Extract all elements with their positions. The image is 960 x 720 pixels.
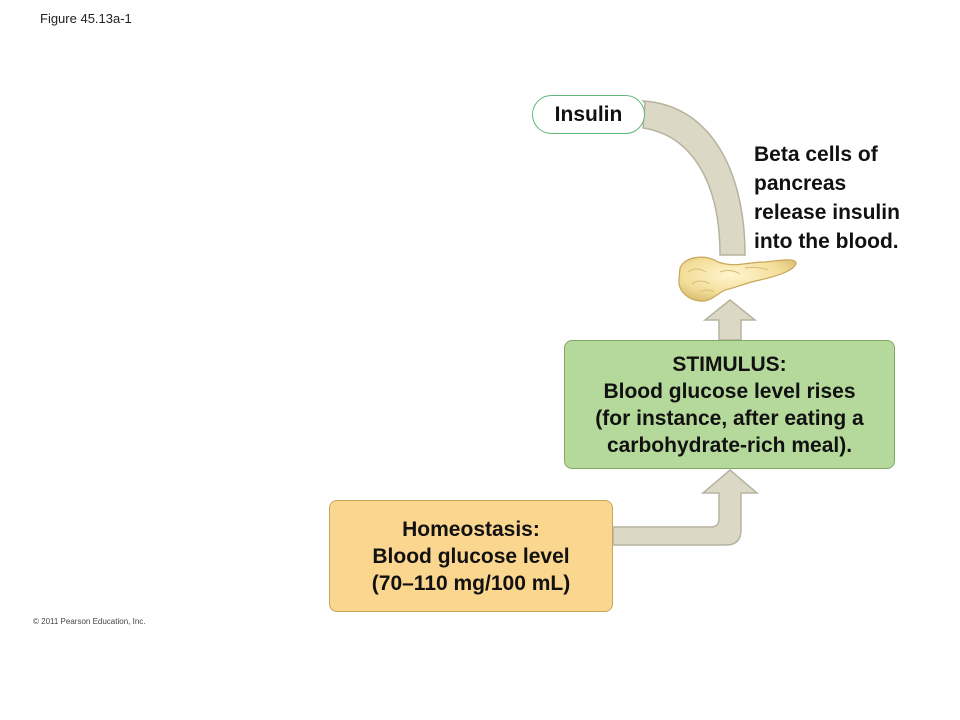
beta-cells-description: Beta cells of pancreas release insulin i… <box>754 143 900 253</box>
stimulus-to-pancreas-arrow <box>702 299 758 341</box>
insulin-label: Insulin <box>532 95 645 134</box>
figure-label: Figure 45.13a-1 <box>40 11 132 26</box>
homeostasis-title: Homeostasis: <box>402 517 540 541</box>
stimulus-line-3: carbohydrate-rich meal). <box>606 433 853 457</box>
homeostasis-line-2: (70–110 mg/100 mL) <box>371 571 571 595</box>
homeostasis-to-stimulus-arrow <box>612 469 760 546</box>
pancreas-icon <box>678 256 797 302</box>
stimulus-title: STIMULUS: <box>672 352 787 376</box>
stimulus-line-1: Blood glucose level rises <box>603 379 856 403</box>
homeostasis-box: Homeostasis: Blood glucose level (70–110… <box>329 500 613 612</box>
homeostasis-line-1: Blood glucose level <box>372 544 570 568</box>
pancreas-to-insulin-arrow <box>641 100 746 256</box>
stimulus-box: STIMULUS: Blood glucose level rises (for… <box>564 340 895 469</box>
copyright-notice: © 2011 Pearson Education, Inc. <box>33 617 146 626</box>
stimulus-line-2: (for instance, after eating a <box>595 406 864 430</box>
